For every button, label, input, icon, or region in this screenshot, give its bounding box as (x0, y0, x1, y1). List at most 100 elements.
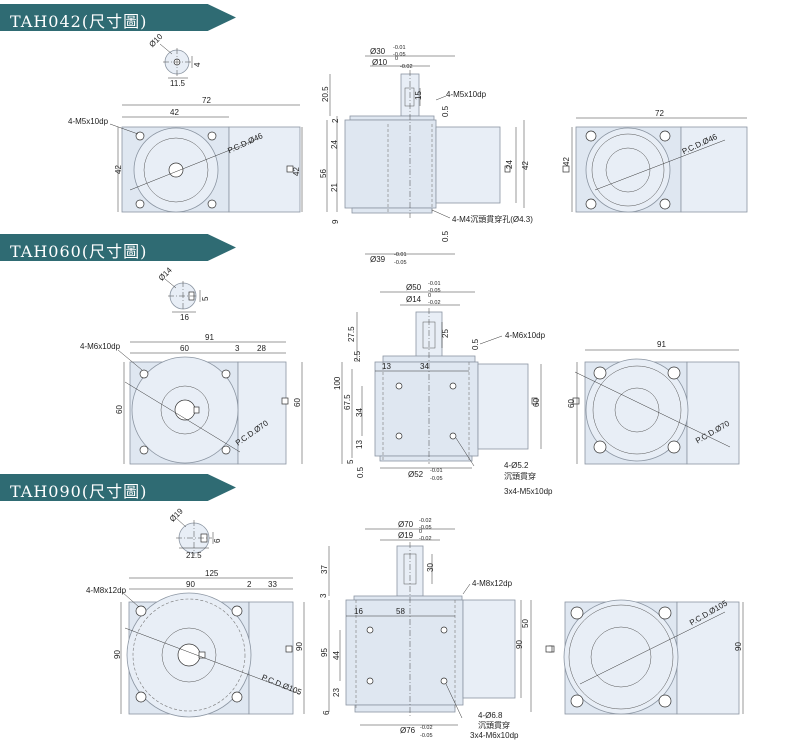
front-flange-label: 42 (170, 108, 179, 117)
shaft-section: Ø14 5 16 (157, 265, 210, 322)
side-view: Ø30 -0.01 -0.05 Ø10 0 -0.02 20.5 15 4-M5… (319, 45, 533, 266)
side-thru1-label: 4-Ø5.2 (504, 461, 529, 470)
rear-height-label: 60 (567, 399, 576, 408)
side-shaft-dia-tol-up: 0 (419, 529, 422, 535)
key-length-label: 16 (180, 313, 189, 322)
side-key-length-label: 30 (426, 563, 435, 572)
side-v-span-label: 34 (355, 408, 364, 417)
shaft-dia-label: Ø14 (157, 265, 174, 282)
front-height-label: 90 (113, 650, 122, 659)
front-view: 91 60 3 28 60 60 4-M6x10dp P.C.D.Ø70 (80, 333, 303, 465)
side-key-length-label: 25 (441, 329, 450, 338)
side-shaft-dia-tol-lo: -0.02 (400, 64, 413, 70)
shaft-section: Ø10 4 11.5 (147, 32, 202, 88)
side-view: Ø50 -0.01 -0.05 Ø14 0 -0.02 27.5 25 4-M6… (333, 281, 553, 496)
side-hole-span-label: 34 (420, 362, 429, 371)
side-shaft-length-label: 20.5 (321, 86, 330, 102)
front-side-width-label: 28 (257, 344, 266, 353)
side-step-label: 2.5 (353, 350, 362, 362)
side-bottom-dia-label: Ø39 (370, 255, 386, 264)
front-side-height-label: 42 (292, 167, 301, 176)
rear-width-label: 72 (655, 109, 664, 118)
shaft-dia-label: Ø10 (147, 32, 164, 49)
side-bottom-dia-label: Ø76 (400, 726, 416, 735)
side-top-dia-label: Ø50 (406, 283, 422, 292)
rear-width-label: 91 (657, 340, 666, 349)
key-width-label: 5 (201, 296, 210, 301)
front-flange-label: 60 (180, 344, 189, 353)
shaft-dia-label: Ø19 (168, 506, 185, 523)
side-right-h2-label: 42 (521, 161, 530, 170)
side-shaft-dia-tol-lo: -0.02 (419, 536, 432, 542)
side-bottom-dia-tol-lo: -0.05 (430, 476, 443, 482)
side-left-offset-label: 13 (382, 362, 391, 371)
side-bottom-dia-label: Ø52 (408, 470, 424, 479)
side-bottom-dia-tol-up: -0.01 (430, 468, 443, 474)
front-holes-label: 4-M8x12dp (86, 586, 127, 595)
side-right-h-label: 24 (505, 160, 514, 169)
side-bottom-gap-label: 0.5 (356, 466, 365, 478)
side-right-h-label: 60 (532, 398, 541, 407)
side-shaft-dia-label: Ø10 (372, 58, 388, 67)
section-title: TAH090(尺寸圖) (10, 482, 148, 501)
side-bottom-gap-label: 0.5 (441, 230, 450, 242)
side-thru2-label: 沉頭貫穿 (478, 720, 510, 730)
side-bottom-label: 5 (346, 459, 355, 464)
front-side-height-label: 60 (293, 398, 302, 407)
key-width-label: 4 (193, 62, 202, 67)
front-holes-label: 4-M6x10dp (80, 342, 121, 351)
side-bottom-dia-tol-lo: -0.05 (420, 733, 433, 739)
rear-height-label: 90 (734, 642, 743, 651)
rear-view: 72 42 P.C.D.Ø46 (562, 109, 748, 213)
section-title: TAH042(尺寸圖) (10, 12, 148, 31)
section-banner: TAH042(尺寸圖) (0, 4, 236, 31)
side-top-dia-tol-lo: -0.05 (419, 525, 432, 531)
side-total-label: 56 (319, 169, 328, 178)
side-top-gap-label: 0.5 (441, 105, 450, 117)
front-gap-label: 2 (247, 580, 252, 589)
rear-view: 91 60 P.C.D.Ø70 (567, 340, 740, 465)
section-tah042: TAH042(尺寸圖) Ø10 4 11.5 72 (0, 0, 786, 266)
side-shaft-length-label: 27.5 (347, 326, 356, 342)
section-tah090: TAH090(尺寸圖) Ø19 6 21.5 (0, 472, 786, 747)
side-top-gap-label: 0.5 (471, 338, 480, 350)
front-width-label: 91 (205, 333, 214, 342)
side-h1-label: 24 (330, 140, 339, 149)
side-left-offset-label: 16 (354, 607, 363, 616)
side-shaft-dia-label: Ø19 (398, 531, 414, 540)
drawing-tah042: Ø10 4 11.5 72 42 42 42 4-M5x10d (68, 32, 748, 266)
side-tap-label: 4-M8x12dp (472, 579, 513, 588)
front-height-label: 60 (115, 405, 124, 414)
side-key-length-label: 15 (414, 91, 423, 100)
side-total-label: 95 (320, 648, 329, 657)
key-length-label: 21.5 (186, 551, 202, 560)
side-v-offset-label: 13 (355, 440, 364, 449)
side-top-dia-tol-up: -0.01 (393, 45, 406, 51)
section-title: TAH060(尺寸圖) (10, 242, 148, 261)
side-thru-label: 4-M4沉頭貫穿孔(Ø4.3) (452, 214, 533, 224)
section-banner: TAH090(尺寸圖) (0, 474, 236, 501)
side-bottom-dia-tol-lo: -0.05 (394, 260, 407, 266)
side-thru1-label: 4-Ø6.8 (478, 711, 503, 720)
side-shaft-dia-tol-lo: -0.02 (428, 300, 441, 306)
side-v-offset-label: 23 (332, 688, 341, 697)
side-top-dia-tol-up: -0.01 (428, 281, 441, 287)
side-top-dia-tol-lo: -0.05 (428, 288, 441, 294)
front-view: 125 90 2 33 90 90 4-M8x12dp P.C.D.Ø105 (86, 569, 305, 718)
front-gap-label: 3 (235, 344, 240, 353)
section-banner: TAH060(尺寸圖) (0, 234, 236, 261)
side-top-step-label: 2 (331, 118, 340, 123)
drawing-tah060: Ø14 5 16 91 60 3 28 60 60 (80, 265, 740, 496)
side-mid-label: 67.5 (343, 394, 352, 410)
front-height-label: 42 (114, 165, 123, 174)
side-tap-label: 4-M6x10dp (505, 331, 546, 340)
side-tap-label: 4-M5x10dp (446, 90, 487, 99)
shaft-section: Ø19 6 21.5 (168, 506, 222, 560)
front-flange-label: 90 (186, 580, 195, 589)
front-width-label: 125 (205, 569, 219, 578)
side-hole-span-label: 58 (396, 607, 405, 616)
key-length-label: 11.5 (170, 79, 186, 88)
side-total-label: 100 (333, 376, 342, 390)
side-thru3-label: 3x4-M5x10dp (504, 487, 553, 496)
side-shaft-dia-label: Ø14 (406, 295, 422, 304)
